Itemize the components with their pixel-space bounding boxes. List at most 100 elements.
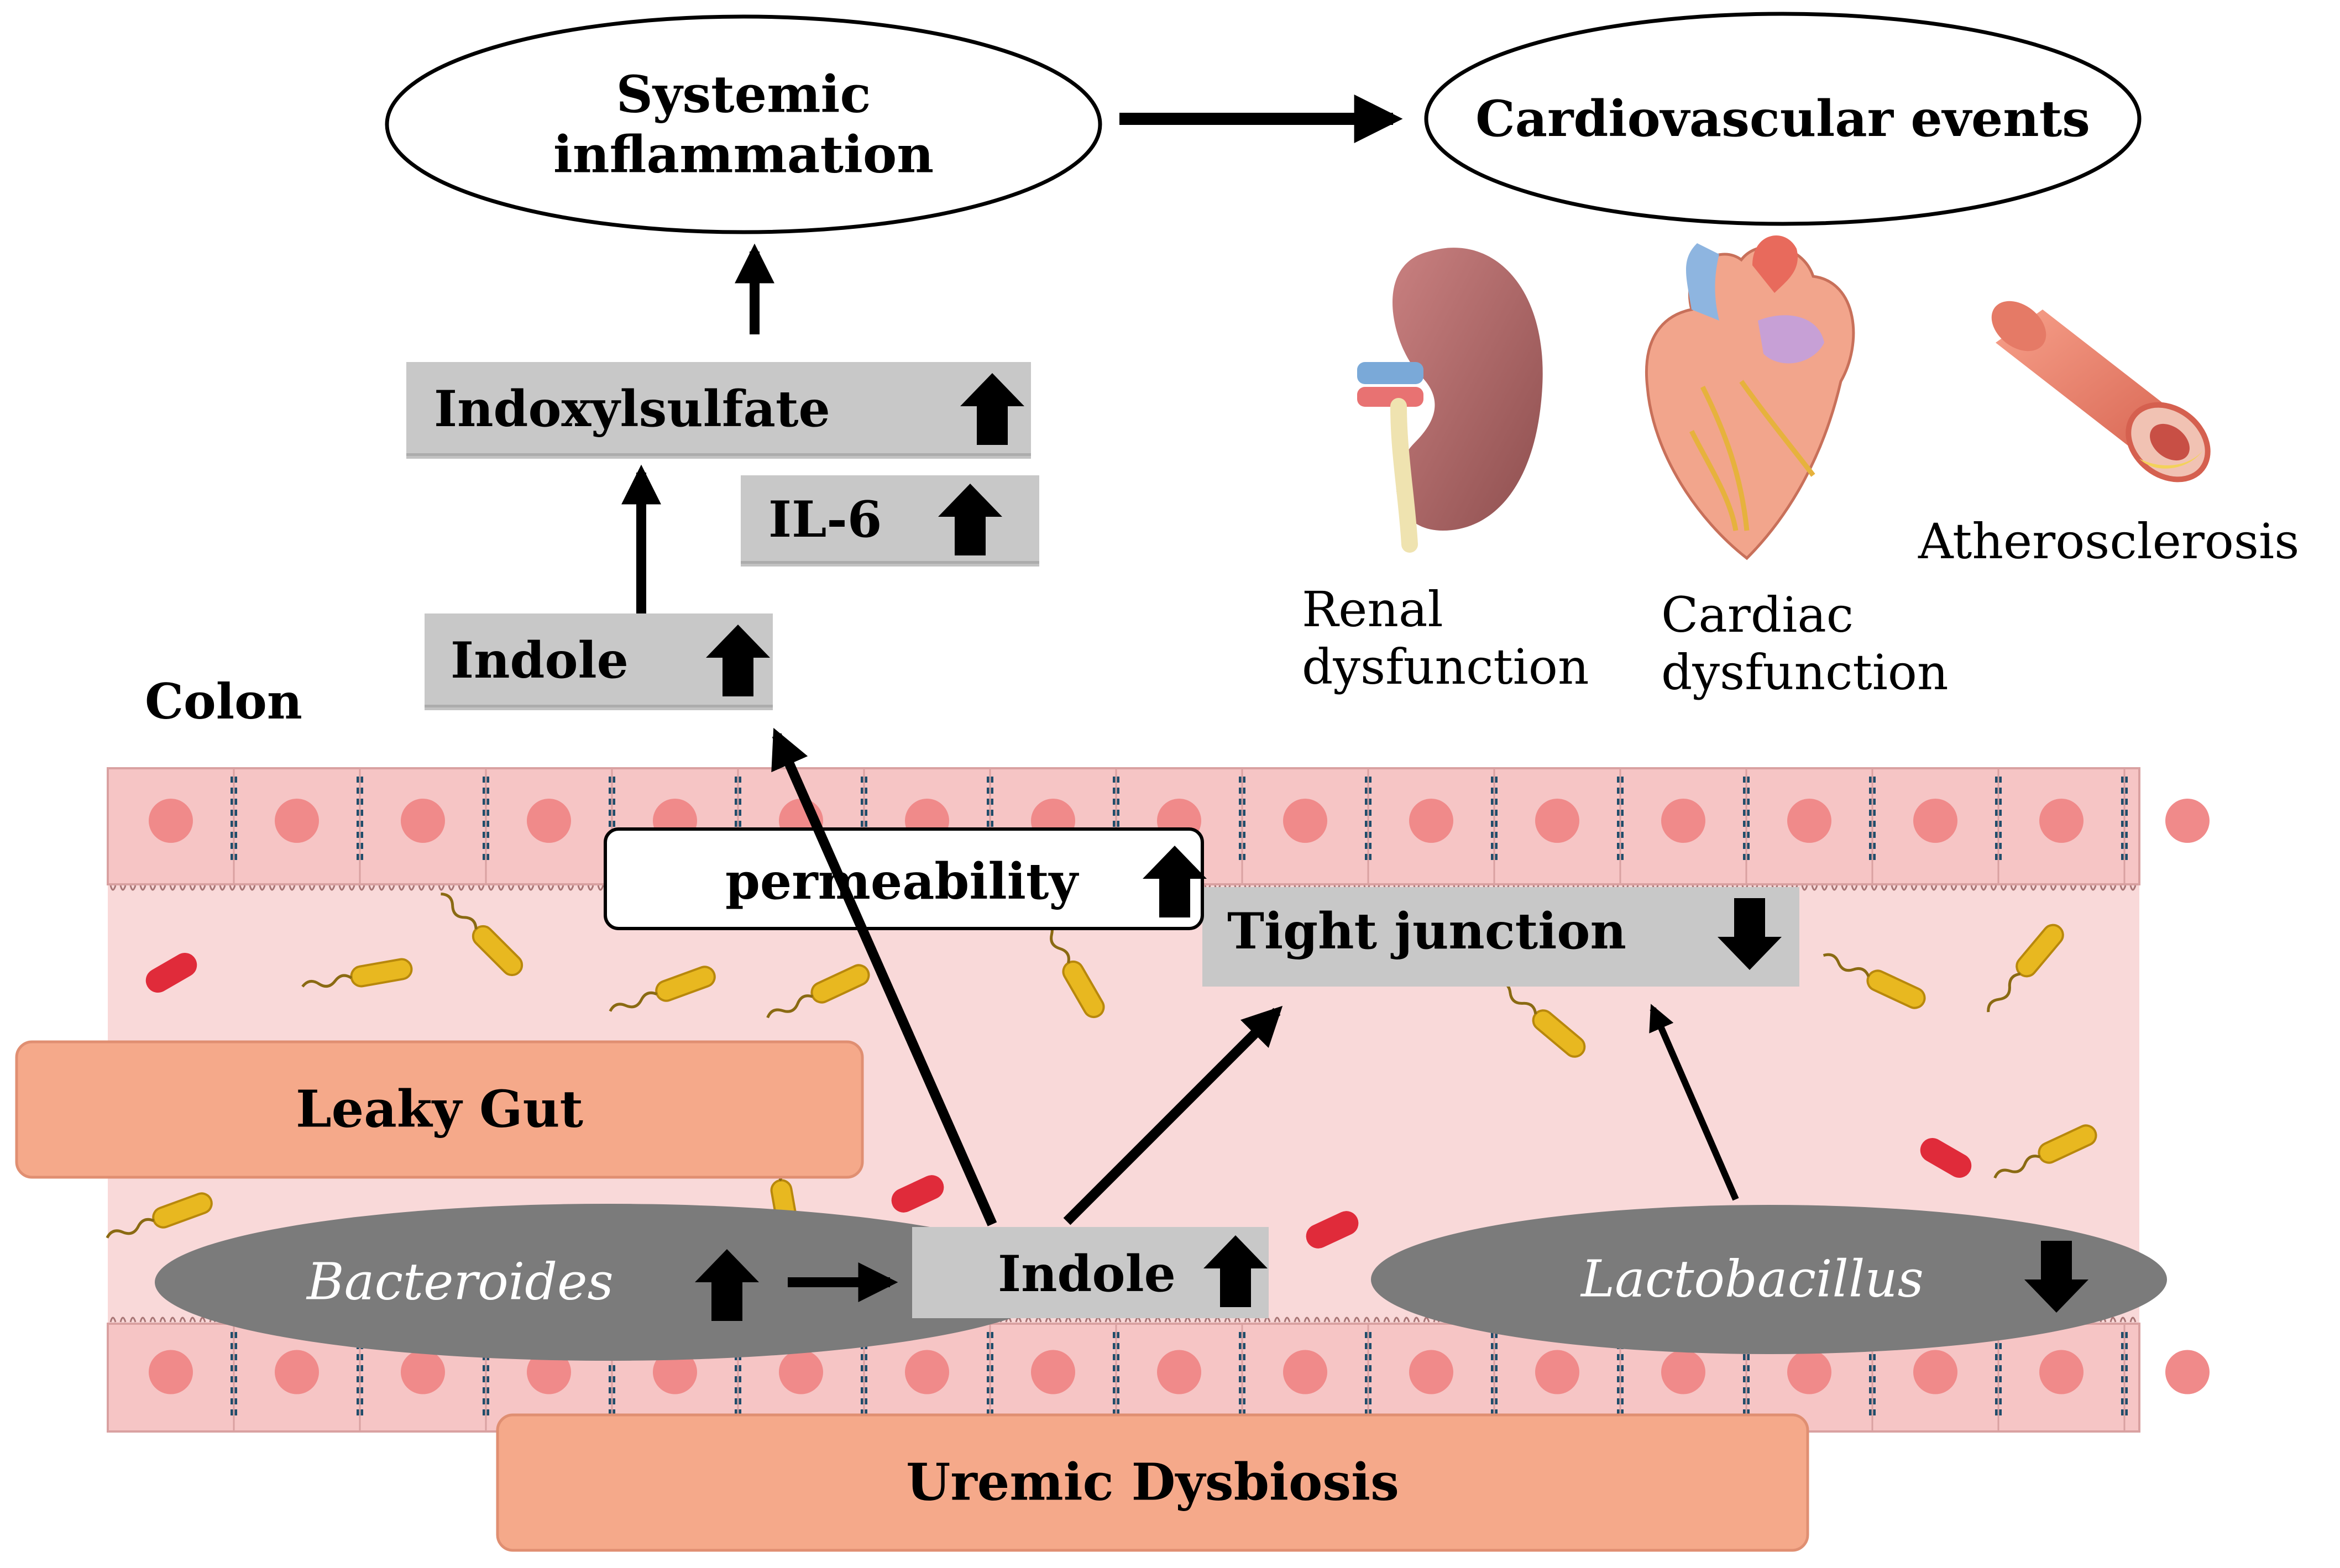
cell-nucleus: [2039, 799, 2084, 843]
flagellum: [1823, 953, 1870, 977]
lactobacillus-label: Lactobacillus: [1581, 1249, 1924, 1309]
flagellum: [441, 892, 478, 930]
cell-nucleus: [1535, 799, 1579, 843]
heart-coronary-vessels: [1689, 380, 1815, 531]
cell-nucleus: [527, 799, 571, 843]
permeability-label: permeability: [725, 852, 1078, 911]
cell-nucleus: [1787, 799, 1831, 843]
tight-junction-label: Tight junction: [1227, 901, 1626, 961]
artery-lumen: [2150, 423, 2190, 461]
up-arrow-icon: [1203, 1235, 1268, 1307]
heart-vena-cava: [1686, 243, 1719, 321]
il6-label: IL-6: [768, 490, 882, 549]
indole-lower-label: Indole: [998, 1244, 1176, 1303]
arrow-indole-to-indole-upper: [771, 727, 997, 1226]
indoxylsulfate-label: Indoxylsulfate: [434, 379, 830, 438]
leaky-gut-box: [15, 1040, 864, 1179]
up-arrow-icon: [960, 373, 1024, 445]
down-arrow-icon: [2024, 1241, 2088, 1313]
up-arrow-icon: [706, 625, 770, 696]
rod-bacterium: [106, 1192, 213, 1239]
cell-nucleus: [1283, 799, 1327, 843]
red-bacterium: [1920, 1138, 1972, 1178]
renal-dysfunction-label: Renal dysfunction: [1302, 581, 1589, 695]
red-bacterium: [891, 1175, 944, 1213]
bacterium-body: [810, 964, 870, 1004]
indoxylsulfate-box: [406, 362, 1031, 459]
systemic-inflammation-label: Systemic inflammation: [553, 64, 934, 184]
cell-nucleus: [1661, 799, 1705, 843]
red-bacterium: [145, 953, 197, 993]
cell-nucleus: [905, 1350, 949, 1394]
up-arrow-icon: [1143, 846, 1207, 917]
indole-upper-shadow: [425, 705, 773, 710]
rod-bacterium: [766, 964, 870, 1019]
lactobacillus-ellipse: [1371, 1205, 2167, 1354]
flagellum: [1987, 972, 2021, 1013]
uremic-dysbiosis-box: [496, 1413, 1809, 1552]
red-bacterium: [1306, 1211, 1359, 1249]
cell-nucleus: [1661, 1350, 1705, 1394]
artery-far-end: [1991, 301, 2046, 352]
cell-nucleus: [653, 1350, 697, 1394]
trend-arrows: [695, 373, 2088, 1321]
il6-box: [741, 475, 1039, 567]
bacterium-body: [655, 966, 716, 1002]
flagellum: [301, 974, 353, 988]
bacteroides-ellipse: [155, 1204, 1061, 1361]
systemic-inflammation-ellipse: [385, 14, 1102, 234]
bacterium-body: [472, 925, 524, 977]
cell-nucleus: [1787, 1350, 1831, 1394]
cell-nucleus: [527, 1350, 571, 1394]
bacterium-body: [1062, 960, 1105, 1019]
arrow-indole-to-tight-junction: [1063, 1005, 1283, 1225]
cell-nucleus: [1535, 1350, 1579, 1394]
heart-aorta: [1752, 235, 1798, 293]
indole-upper-rect: [425, 613, 773, 707]
cell-nucleus: [1913, 1350, 1957, 1394]
ureter: [1390, 398, 1418, 553]
cardiac-dysfunction-label: Cardiac dysfunction: [1661, 586, 1949, 701]
cell-nucleus: [2039, 1350, 2084, 1394]
cell-nucleus: [275, 1350, 319, 1394]
rod-bacterium: [301, 958, 413, 988]
tight-junction-box: [1202, 887, 1799, 987]
colon-label: Colon: [145, 673, 302, 731]
artery-illustration: [1991, 301, 2211, 483]
cardiovascular-events-ellipse: [1424, 12, 2142, 226]
uremic-dysbiosis-label: Uremic Dysbiosis: [906, 1452, 1399, 1512]
rod-bacterium: [441, 892, 524, 977]
rod-bacterium: [1993, 1124, 2097, 1179]
bacterium-body: [2016, 924, 2064, 978]
il6-rect: [741, 475, 1039, 564]
cell-nucleus: [1031, 1350, 1075, 1394]
cell-nucleus: [1913, 799, 1957, 843]
renal-artery: [1357, 387, 1423, 407]
leaky-gut-label: Leaky Gut: [295, 1079, 584, 1139]
indole-upper-box: [425, 613, 773, 710]
il6-shadow: [741, 561, 1039, 567]
bacterium-body: [350, 958, 413, 988]
epithelial-cells-bottom: [149, 1324, 2210, 1431]
cell-nucleus: [2165, 1350, 2210, 1394]
rod-bacterium: [1823, 953, 1926, 1009]
cell-nucleus: [149, 799, 193, 843]
flagellum: [1993, 1155, 2040, 1179]
cell-nucleus: [149, 1350, 193, 1394]
heart-pulmonary: [1758, 315, 1824, 364]
cell-nucleus: [1157, 1350, 1201, 1394]
flagellum: [609, 991, 658, 1012]
bacterium-body: [1532, 1009, 1586, 1058]
flagellum: [106, 1218, 155, 1239]
cell-nucleus: [275, 799, 319, 843]
kidney-illustration: [1357, 248, 1543, 553]
heart-illustration: [1645, 235, 1855, 560]
up-arrow-icon: [938, 484, 1002, 555]
indoxylsulfate-shadow: [406, 453, 1031, 459]
arrow-lactobacillus-to-tight-junction: [1649, 1004, 1739, 1201]
cardiovascular-events-label: Cardiovascular events: [1475, 89, 2090, 148]
atherosclerosis-label: Atherosclerosis: [1918, 513, 2300, 570]
bacteroides-label: Bacteroides: [307, 1252, 614, 1312]
rod-bacterium: [609, 966, 716, 1012]
